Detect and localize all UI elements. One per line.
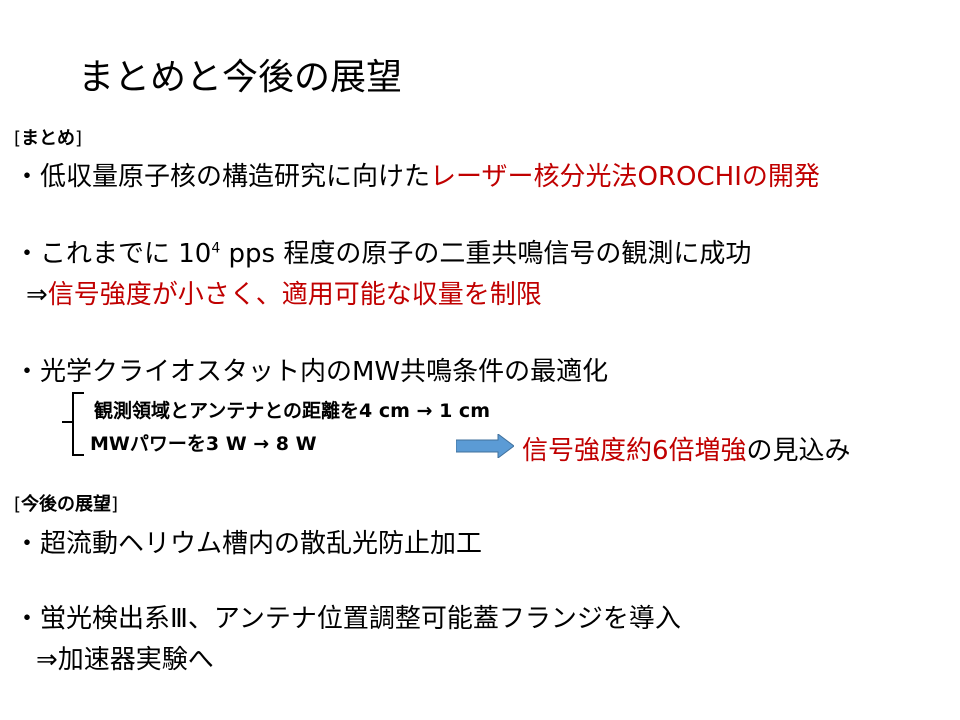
expected-result: 信号強度約6倍増強の見込み (522, 436, 851, 466)
sub-item-distance: 観測領域とアンテナとの距離を4 cm → 1 cm (94, 400, 490, 422)
brace-tick (62, 421, 72, 423)
summary-item-3: ・光学クライオスタット内のMW共鳴条件の最適化 (14, 357, 609, 387)
outlook-item-1: ・超流動ヘリウム槽内の散乱光防止加工 (14, 529, 483, 559)
outlook-item-2: ・蛍光検出系Ⅲ、アンテナ位置調整可能蓋フランジを導入 (14, 604, 681, 634)
brace-bracket (72, 392, 84, 456)
outlook-item-2-result: ⇒加速器実験へ (36, 645, 214, 675)
summary-heading: [まとめ] (14, 128, 83, 149)
summary-item-2-result: ⇒信号強度が小さく、適用可能な収量を制限 (26, 280, 542, 310)
summary-item-2: ・これまでに 104 pps 程度の原子の二重共鳴信号の観測に成功 (14, 239, 752, 269)
summary-item-1: ・低収量原子核の構造研究に向けたレーザー核分光法OROCHIの開発 (14, 162, 820, 192)
outlook-heading: [今後の展望] (14, 494, 119, 515)
sub-item-power: MWパワーを3 W → 8 W (90, 433, 317, 455)
right-arrow-icon (456, 434, 514, 458)
slide-title: まとめと今後の展望 (78, 57, 403, 98)
